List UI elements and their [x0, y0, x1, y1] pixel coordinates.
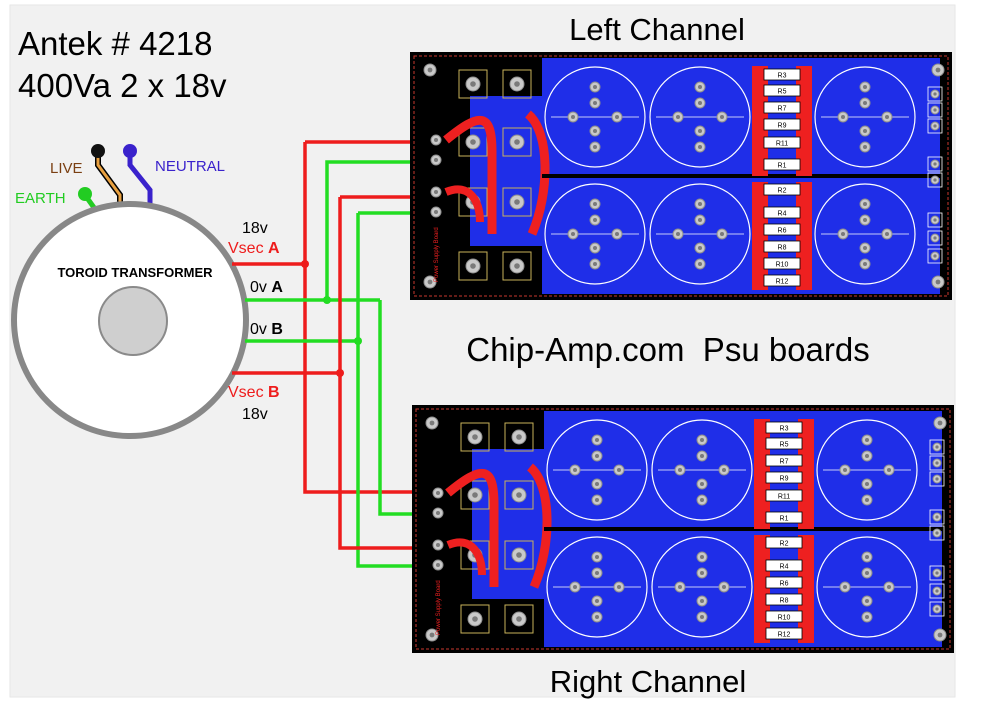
bridge-trace [526, 463, 552, 589]
transformer-model: Antek # 4218 [18, 25, 213, 62]
filter-capacitor [546, 536, 648, 638]
resistor: R12 [765, 627, 803, 640]
filter-capacitor [649, 183, 751, 285]
resistor-label: R4 [778, 211, 787, 218]
earth-label: EARTH [15, 190, 66, 207]
board-side-text: Power Supply Board [434, 227, 440, 282]
resistor: R1 [763, 158, 801, 171]
filter-capacitor [816, 419, 918, 521]
resistor-label: R3 [778, 73, 787, 80]
filter-capacitor [651, 419, 753, 521]
toroid-transformer [11, 201, 249, 439]
transformer-rating: 400Va 2 x 18v [18, 67, 227, 104]
boards-caption: Chip-Amp.com Psu boards [466, 331, 870, 368]
bridge-trace [443, 116, 497, 234]
filter-capacitor [544, 66, 646, 168]
filter-capacitor [544, 183, 646, 285]
resistor-label: R7 [778, 106, 787, 113]
resistor-label: R8 [780, 598, 789, 605]
resistor-label: R3 [780, 426, 789, 433]
resistor: R2 [765, 536, 803, 549]
resistor-label: R11 [778, 494, 790, 501]
wire-junctions [301, 260, 362, 377]
live-terminal [91, 144, 105, 158]
resistor: R9 [763, 118, 801, 131]
secondary-wiring [232, 140, 432, 568]
resistor-label: R12 [778, 632, 791, 639]
resistor-label: R2 [780, 541, 789, 548]
right-channel-title: Right Channel [550, 664, 746, 699]
resistor: R11 [763, 136, 801, 149]
left-channel-psu-board: Power Supply Board R3R5R7R9R11R1R2R4R6R8R… [410, 52, 952, 300]
filter-capacitor [814, 183, 916, 285]
resistor: R7 [763, 101, 801, 114]
vsec-a-label: Vsec A [228, 240, 280, 257]
resistor: R6 [763, 223, 801, 236]
resistor-label: R2 [778, 188, 787, 195]
board-side-text: Power Supply Board [436, 580, 442, 635]
resistor-label: R10 [776, 262, 789, 269]
resistor: R2 [763, 183, 801, 196]
resistor: R7 [765, 454, 803, 467]
resistor-label: R10 [778, 615, 791, 622]
resistor-label: R7 [780, 459, 789, 466]
resistor-label: R5 [780, 442, 789, 449]
resistor-label: R12 [776, 279, 789, 286]
vsec-b-label: Vsec B [228, 384, 280, 401]
resistor: R4 [763, 206, 801, 219]
bridge-trace [524, 110, 550, 236]
toroid-label: TOROID TRANSFORMER [57, 265, 213, 280]
resistor-label: R1 [778, 163, 787, 170]
resistor: R9 [765, 471, 803, 484]
filter-capacitor [649, 66, 751, 168]
neutral-terminal [123, 144, 137, 158]
resistor-label: R1 [780, 516, 789, 523]
vsec-a-voltage: 18v [242, 220, 268, 237]
filter-capacitor [651, 536, 753, 638]
resistor: R5 [763, 84, 801, 97]
resistor: R5 [765, 437, 803, 450]
resistor-label: R11 [776, 141, 788, 148]
resistor-label: R9 [778, 123, 787, 130]
resistor: R10 [765, 610, 803, 623]
neutral-label: NEUTRAL [155, 158, 225, 175]
filter-capacitor [814, 66, 916, 168]
zero-b-label: 0v B [250, 321, 283, 338]
filter-capacitor [816, 536, 918, 638]
live-label: LIVE [50, 160, 83, 177]
resistor-label: R6 [780, 581, 789, 588]
resistor-label: R5 [778, 89, 787, 96]
resistor-label: R9 [780, 476, 789, 483]
resistor: R8 [763, 240, 801, 253]
zero-a-label: 0v A [250, 279, 283, 296]
earth-terminal [78, 187, 92, 201]
resistor: R3 [765, 421, 803, 434]
left-channel-title: Left Channel [569, 12, 745, 47]
resistor-label: R4 [780, 564, 789, 571]
resistor: R10 [763, 257, 801, 270]
vsec-b-voltage: 18v [242, 406, 268, 423]
resistor: R12 [763, 274, 801, 287]
bridge-trace [445, 469, 499, 587]
resistor-label: R8 [778, 245, 787, 252]
resistor: R8 [765, 593, 803, 606]
resistor: R11 [765, 489, 803, 502]
resistor: R4 [765, 559, 803, 572]
filter-capacitor [546, 419, 648, 521]
resistor: R1 [765, 511, 803, 524]
resistor: R3 [763, 68, 801, 81]
resistor: R6 [765, 576, 803, 589]
right-channel-psu-board: Power Supply Board R3R5R7R9R11R1R2R4R6R8R… [412, 405, 954, 653]
resistor-label: R6 [778, 228, 787, 235]
